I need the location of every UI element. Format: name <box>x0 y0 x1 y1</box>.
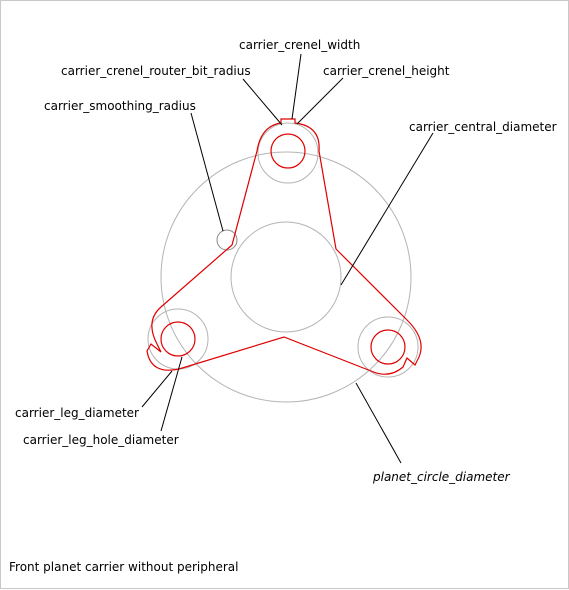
label-carrier-leg-diameter: carrier_leg_diameter <box>15 406 139 420</box>
leader-crenel-height <box>296 77 344 125</box>
leader-crenel-width <box>291 53 302 120</box>
label-carrier-crenel-router-bit-radius: carrier_crenel_router_bit_radius <box>61 64 251 78</box>
label-carrier-crenel-height: carrier_crenel_height <box>323 64 450 78</box>
top-leg-hole <box>270 133 306 169</box>
right-leg-hole <box>370 329 406 365</box>
figure-caption: Front planet carrier without peripheral <box>9 560 239 574</box>
leader-smoothing-radius <box>190 112 224 232</box>
smoothing-circle <box>216 229 238 251</box>
planet-circle <box>160 151 412 403</box>
leader-crenel-router-bit-radius <box>242 78 283 126</box>
label-carrier-leg-hole-diameter: carrier_leg_hole_diameter <box>23 433 179 447</box>
top-leg-circle <box>257 122 319 184</box>
label-planet-circle-diameter: planet_circle_diameter <box>372 470 511 484</box>
left-leg-hole <box>160 321 196 357</box>
leader-leg-hole-diameter <box>160 356 183 432</box>
label-carrier-central-diameter: carrier_central_diameter <box>409 120 557 134</box>
right-leg-circle <box>357 316 419 378</box>
leader-central-diameter <box>340 132 434 286</box>
carrier-outline <box>146 118 422 375</box>
leader-leg-diameter <box>141 370 173 408</box>
label-carrier-crenel-width: carrier_crenel_width <box>239 38 360 52</box>
central-circle <box>230 221 342 333</box>
label-carrier-smoothing-radius: carrier_smoothing_radius <box>44 99 196 113</box>
leader-planet-circle-diameter <box>355 382 402 464</box>
